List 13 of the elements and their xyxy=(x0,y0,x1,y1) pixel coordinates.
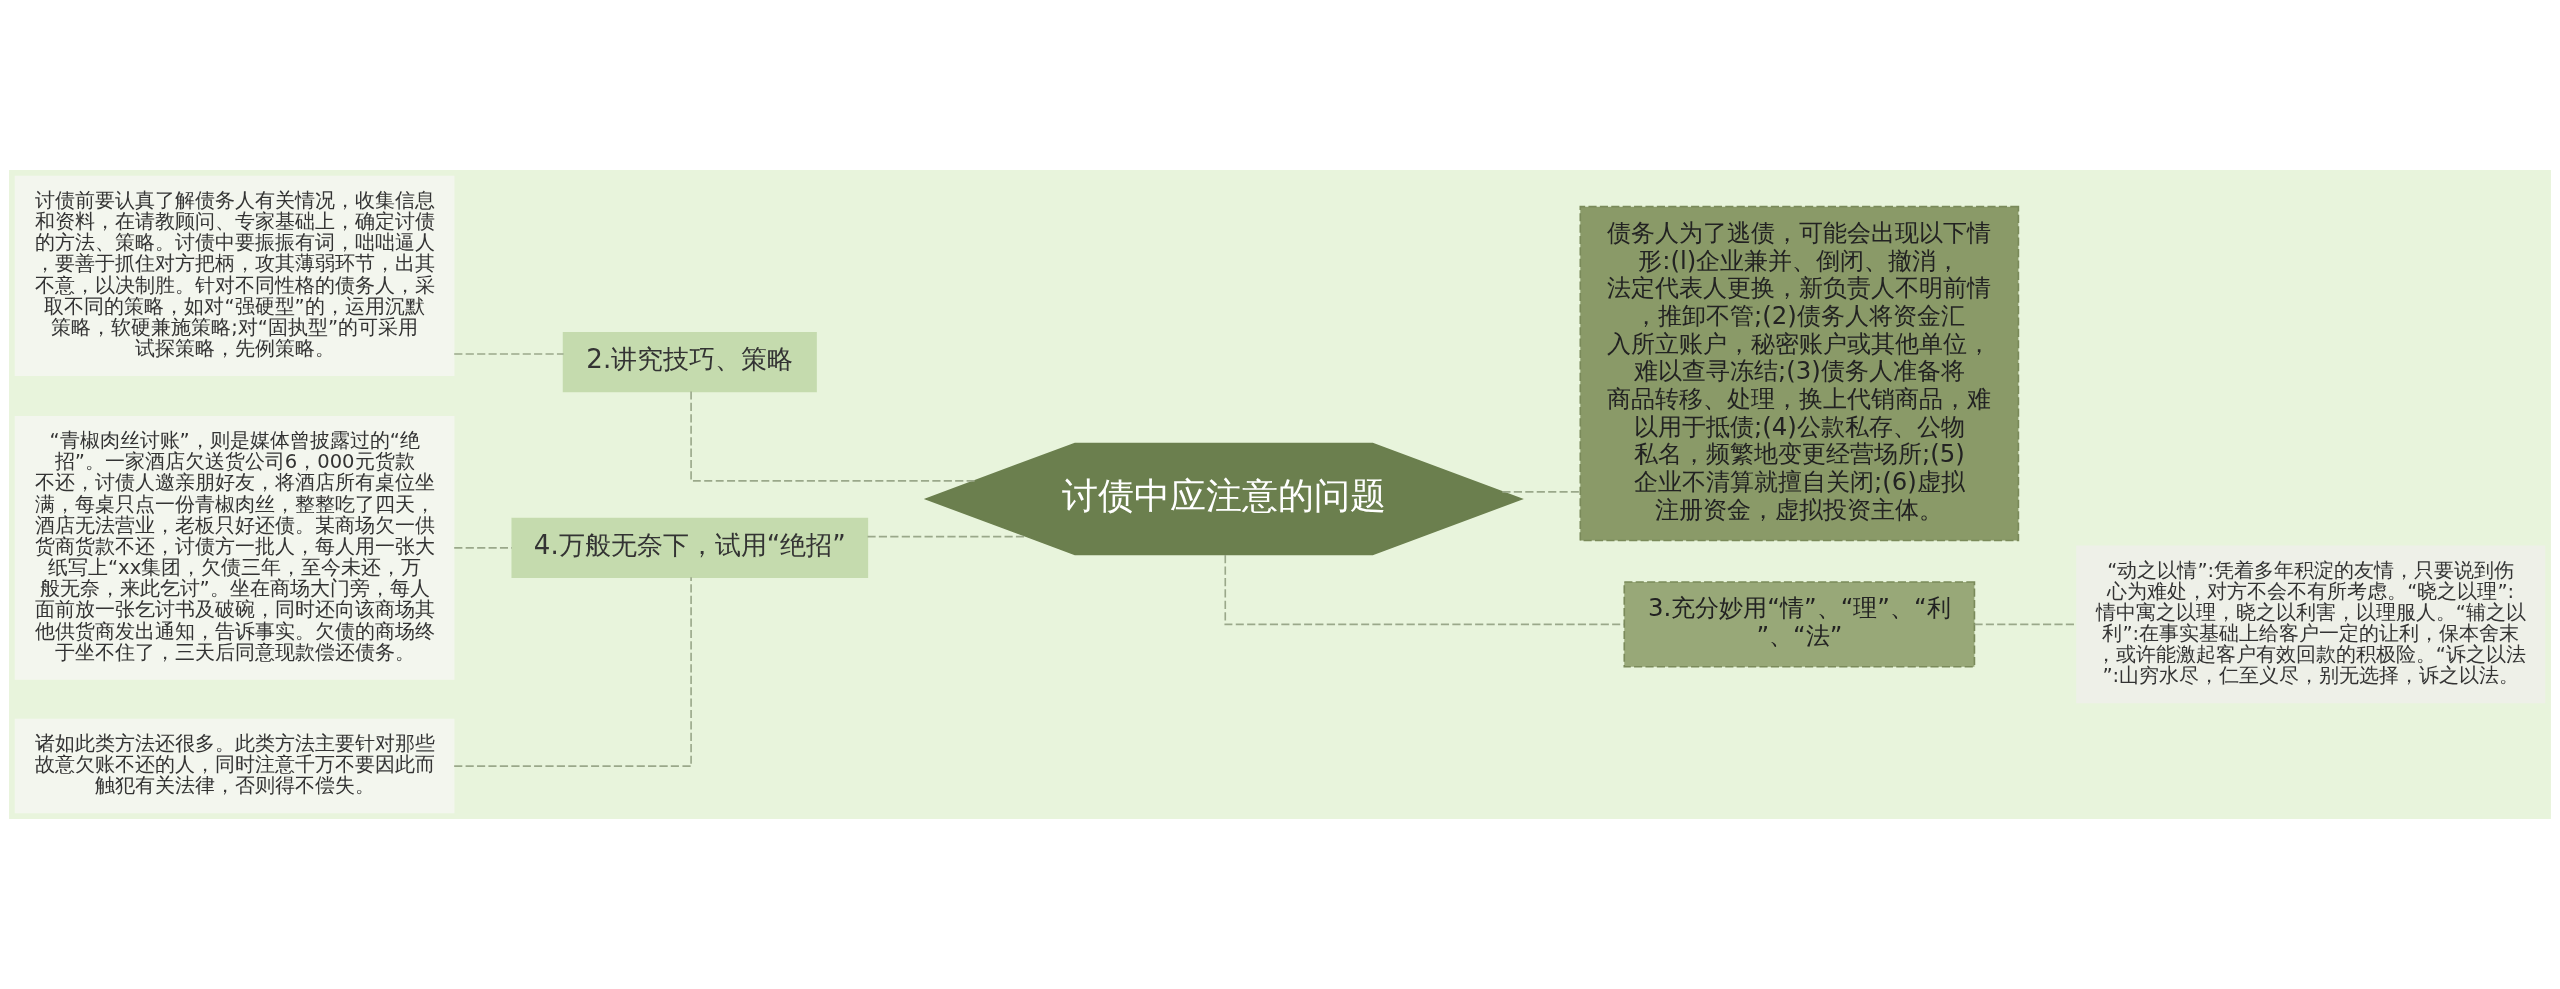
connector xyxy=(453,547,513,549)
node-box: 诸如此类方法还很多。此类方法主要针对那些故意欠账不还的人，同时注意千万不要因此而触犯有关法律，否则得不偿失。 xyxy=(14,718,455,814)
connector xyxy=(453,576,692,767)
connector xyxy=(453,353,565,355)
node-box: 2.讲究技巧、策略 xyxy=(562,332,817,393)
node-box: “青椒肉丝讨账”，则是媒体曾披露过的“绝招”。一家酒店欠送货公司6，000元货款不还，讨债人邀亲朋好友，将酒店所有桌位坐满，每桌只点一份青椒肉丝，整整吃了四天，酒店无法营业，老板只好还债。某商场欠一供货商货款不还，讨债方一批人，每人用一张大纸写上“xx集团，欠债三年，至今未还，万般无奈，来此乞讨”。坐在商场大门旁，每人面前放一张乞讨书及破碗，同时还向该商场其他供货商发出通知，告诉事实。欠债的商场终于坐不住了，三天后同意现款偿还债务。 xyxy=(14,415,455,680)
connector xyxy=(1501,491,1581,493)
node-box: 债务人为了逃债，可能会出现以下情形:(l)企业兼并、倒闭、撤消，法定代表人更换，新负责人不明前情，推卸不管;(2)债务人将资金汇入所立账户，秘密账户或其他单位，难以查寻冻结;(3)债务人准备将商品转移、处理，换上代销商品，难以用于抵债;(4)公款私存、公物私名，频繁地变更经营场所;(5)企业不清算就擅自关闭;(6)虚拟注册资金，虚拟投资主体。 xyxy=(1579,205,2020,542)
connector xyxy=(1224,554,1625,626)
node-box: 4.万般无奈下，试用“绝招” xyxy=(511,517,869,578)
node-box: 3.充分妙用“情”、“理”、“利”、“法” xyxy=(1623,581,1976,668)
node-box: 讨债前要认真了解债务人有关情况，收集信息和资料，在请教顾问、专家基础上，确定讨债的方法、策略。讨债中要振振有词，咄咄逼人，要善于抓住对方把柄，攻其薄弱环节，出其不意，以决制胜。针对不同性格的债务人，采取不同的策略，如对“强硬型”的，运用沉默策略，软硬兼施策略;对“固执型”的可采用试探策略，先例策略。 xyxy=(14,175,455,376)
connector xyxy=(690,390,976,482)
